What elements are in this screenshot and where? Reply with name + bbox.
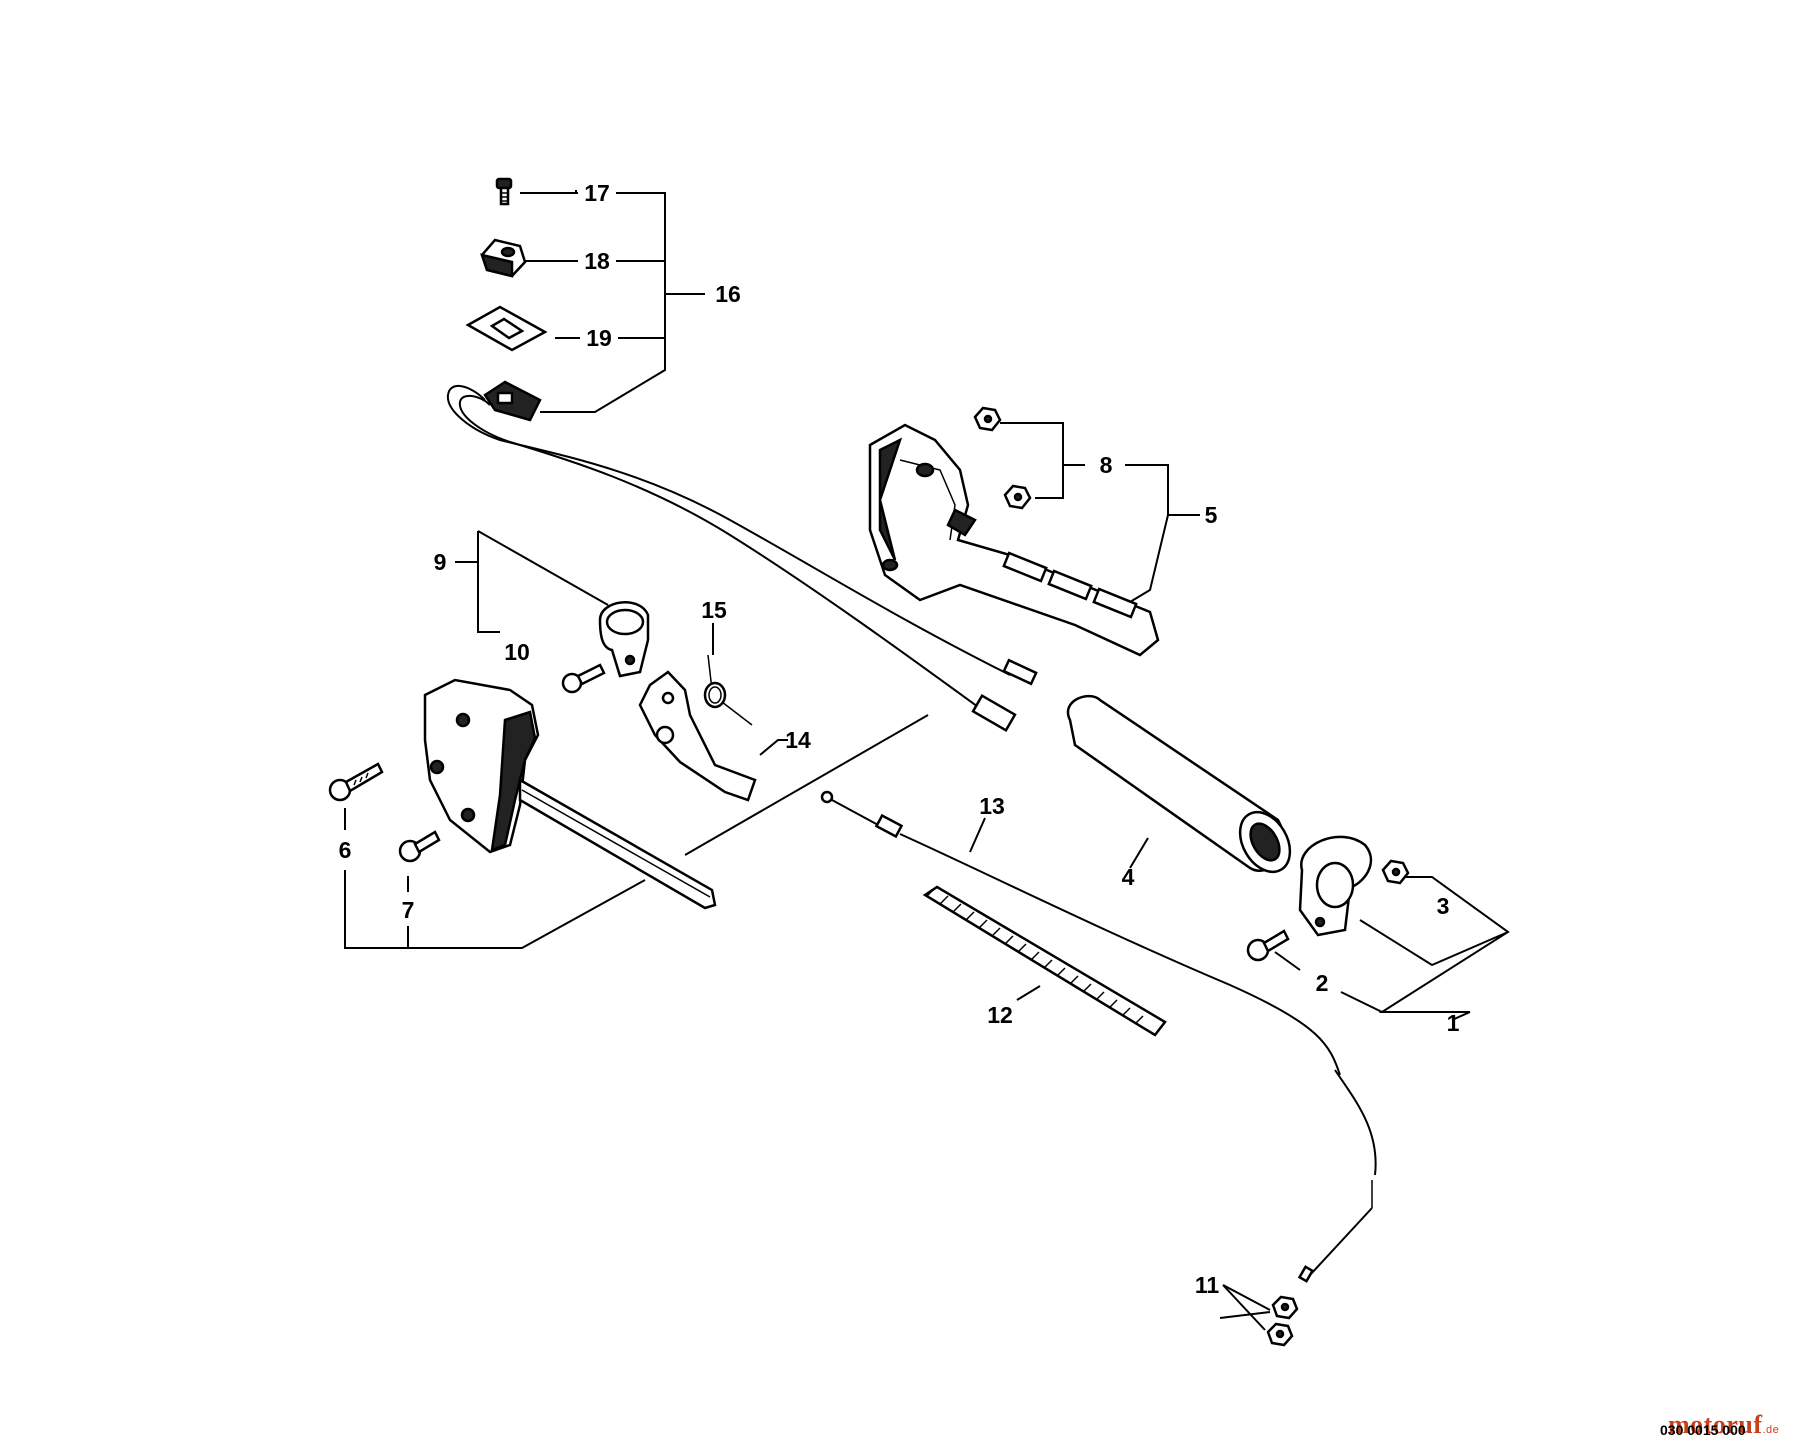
part-5-handle-housing <box>868 423 1160 657</box>
part-14-throttle-lever <box>638 670 757 802</box>
callout-4: 4 <box>1122 864 1135 890</box>
part-9-clamp <box>598 601 650 678</box>
callout-10: 10 <box>504 639 530 665</box>
callout-8: 8 <box>1100 452 1113 478</box>
callout-14: 14 <box>785 727 811 753</box>
callout-7: 7 <box>402 897 415 923</box>
callout-1: 1 <box>1447 1010 1460 1036</box>
part-3-nut <box>1381 859 1410 885</box>
callout-2: 2 <box>1316 970 1329 996</box>
part-throttle-housing <box>423 678 717 910</box>
watermark-tld: .de <box>1762 1424 1780 1436</box>
part-6-bolt <box>328 762 384 802</box>
callout-12: 12 <box>987 1002 1013 1028</box>
callout-15: 15 <box>701 597 727 623</box>
part-19-plate <box>465 305 548 352</box>
part-4-grip <box>1066 694 1292 874</box>
part-17-screw <box>495 177 513 206</box>
leader-lines <box>344 190 1510 1331</box>
callout-11: 11 <box>1195 1272 1220 1298</box>
part-12-coil <box>922 885 1167 1037</box>
callout-16: 16 <box>715 281 741 307</box>
part-13-throttle-cable <box>820 790 1377 1283</box>
part-7-bolt <box>398 830 441 863</box>
drawing-code: 030 0015 000 <box>1660 1422 1746 1438</box>
motoruf-watermark-logo: motoruf.de <box>1668 1410 1779 1440</box>
part-11-nuts <box>1266 1295 1299 1347</box>
part-10-screw <box>561 663 606 694</box>
part-16-stop-switch <box>446 380 1038 733</box>
callout-5: 5 <box>1205 502 1218 528</box>
callout-9: 9 <box>434 549 447 575</box>
callout-17: 17 <box>584 180 610 206</box>
part-8-nuts <box>973 406 1032 510</box>
part-15-spring <box>703 654 753 726</box>
part-2-screw <box>1246 929 1290 962</box>
watermark-name: motoruf <box>1668 1410 1763 1439</box>
callout-3: 3 <box>1437 893 1450 919</box>
part-18-nut <box>480 238 527 278</box>
callout-13: 13 <box>979 793 1005 819</box>
callout-19: 19 <box>586 325 612 351</box>
callout-18: 18 <box>584 248 610 274</box>
part-1-clamp-ring <box>1298 835 1372 937</box>
callout-labels: 17 18 19 16 8 5 9 10 15 14 6 7 13 12 4 3… <box>339 178 1460 1298</box>
callout-6: 6 <box>339 837 352 863</box>
